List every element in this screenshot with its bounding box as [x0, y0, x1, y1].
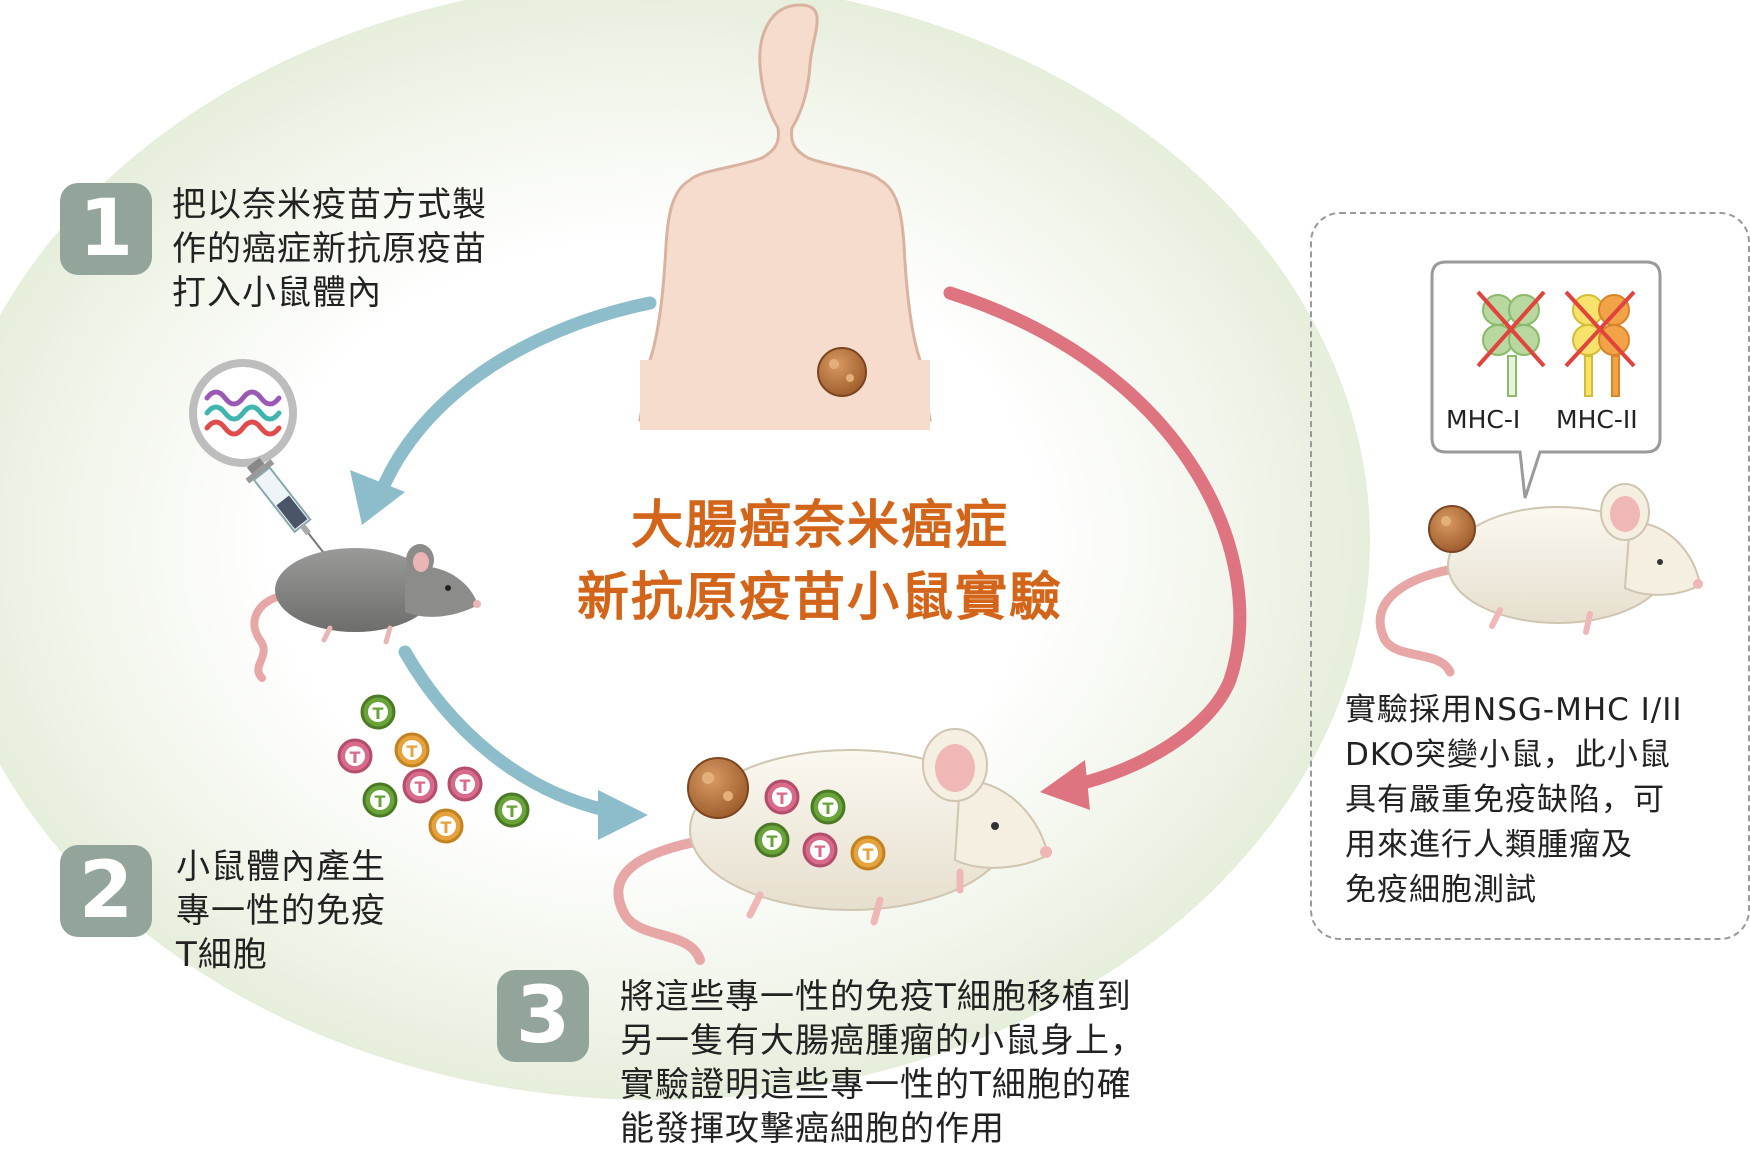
svg-text:T: T: [815, 842, 826, 861]
info-panel-text: 實驗採用NSG-MHC I/II DKO突變小鼠，此小鼠 具有嚴重免疫缺陷，可 …: [1345, 692, 1683, 908]
step-3-text: 將這些專一性的免疫T細胞移植到 另一隻有大腸癌腫瘤的小鼠身上， 實驗證明這些專一…: [620, 977, 1145, 1149]
svg-text:T: T: [507, 802, 518, 821]
tcell-green: T: [810, 789, 846, 825]
tcell-green: T: [362, 782, 398, 818]
tcell-cluster: T T T T T T T T: [337, 694, 530, 844]
title-line-1: 大腸癌奈米癌症: [630, 496, 1009, 556]
tcell-orange: T: [850, 835, 886, 871]
svg-text:T: T: [375, 792, 386, 811]
tcell-green: T: [754, 822, 790, 858]
mhc-i-icon: [1476, 290, 1546, 397]
svg-text:T: T: [777, 789, 788, 808]
tcell-pink: T: [337, 738, 373, 774]
tcell-green: T: [494, 792, 530, 828]
svg-text:T: T: [460, 776, 471, 795]
tcell-pink: T: [764, 779, 800, 815]
step-1-text: 把以奈米疫苗方式製 作的癌症新抗原疫苗 打入小鼠體內: [172, 185, 487, 313]
svg-text:T: T: [863, 845, 874, 864]
svg-text:T: T: [407, 742, 418, 761]
step-2-badge: 2: [60, 845, 152, 937]
arrow-body-to-tumor-mouse: [943, 286, 1247, 810]
svg-text:T: T: [767, 832, 778, 851]
nsg-mouse-illustration: [1375, 483, 1703, 677]
mhc-ii-icon: [1564, 290, 1636, 397]
title-line-2: 新抗原疫苗小鼠實驗: [576, 568, 1063, 628]
info-panel: [1310, 212, 1750, 940]
svg-text:T: T: [350, 748, 361, 767]
tcell-pink: T: [402, 768, 438, 804]
svg-text:T: T: [415, 778, 426, 797]
mhc-i-label: MHC-I: [1446, 405, 1521, 434]
diagram-title: 大腸癌奈米癌症 新抗原疫苗小鼠實驗: [480, 490, 1160, 634]
tcell-pink: T: [447, 766, 483, 802]
svg-text:T: T: [373, 704, 384, 723]
svg-text:T: T: [441, 818, 452, 837]
tcells-in-mouse: T T T T T: [754, 779, 886, 871]
tcell-green: T: [360, 694, 396, 730]
svg-text:T: T: [823, 799, 834, 818]
human-body-illustration: [638, 3, 932, 430]
syringe-icon: [245, 457, 326, 555]
step-1-badge: 1: [60, 183, 152, 275]
tcell-orange: T: [428, 808, 464, 844]
tumor-in-body: [817, 347, 867, 397]
nano-vaccine-icon: [189, 359, 297, 467]
mhc-ii-label: MHC-II: [1556, 405, 1638, 434]
step-3-badge: 3: [497, 970, 589, 1062]
arrow-body-to-mouse: [350, 296, 657, 525]
grey-mouse-illustration: [250, 544, 481, 682]
arrow-mouse-to-mouse: [398, 645, 648, 840]
tcell-orange: T: [394, 732, 430, 768]
step-2-text: 小鼠體內產生 專一性的免疫 T細胞: [176, 847, 386, 975]
tcell-pink: T: [802, 832, 838, 868]
